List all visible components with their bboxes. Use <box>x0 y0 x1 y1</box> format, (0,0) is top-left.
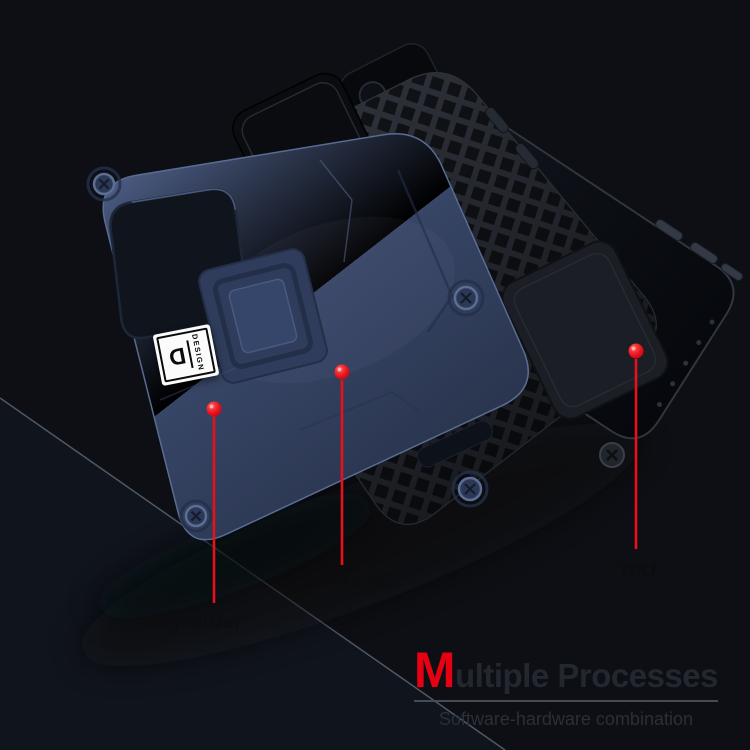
title-rest: ultiple Processes <box>455 657 718 694</box>
side-button <box>720 263 744 281</box>
tpu-button-nub <box>485 106 509 134</box>
kickstand-plate <box>228 278 298 354</box>
pc-sculpt-lines <box>159 159 454 431</box>
subtitle: Software-hardware combination <box>438 709 693 729</box>
callout-dot-tpu <box>628 343 644 359</box>
tpu-edge-buttons <box>485 106 539 170</box>
callout-dot-magnetizer <box>206 401 222 417</box>
shadow-small <box>94 493 376 619</box>
phone-speaker-holes <box>657 319 715 407</box>
callouts: Magnetizer Hard PC TPU <box>142 343 656 633</box>
side-button <box>690 242 718 264</box>
title-initial-letter: M <box>413 642 456 698</box>
logo-letter: D <box>166 341 189 371</box>
pc-port-cutout <box>416 420 494 468</box>
hard-pc-case-image <box>86 133 529 541</box>
callout-dot-hard-pc <box>334 364 350 380</box>
phone-side-buttons <box>655 219 744 281</box>
camera-cutout-bevel <box>131 188 237 210</box>
pc-corner-screws <box>86 166 489 533</box>
tpu-kickstand-plate <box>501 240 669 420</box>
tpu-button-nub <box>515 142 539 170</box>
shadow-large <box>79 423 641 667</box>
callout-label-magnetizer: Magnetizer <box>142 612 242 633</box>
pc-kickstand <box>198 248 328 384</box>
footer-title-block: Multiple Processes Software-hardware com… <box>413 642 719 730</box>
brand-logo-badge: D DESIGN <box>152 323 220 387</box>
callout-label-hard-pc: Hard PC <box>319 571 394 592</box>
title-underline <box>413 700 718 702</box>
side-button <box>655 219 683 241</box>
case-shadows <box>79 423 641 667</box>
page-title: Multiple Processes <box>413 642 719 698</box>
callout-label-tpu: TPU <box>618 561 656 582</box>
